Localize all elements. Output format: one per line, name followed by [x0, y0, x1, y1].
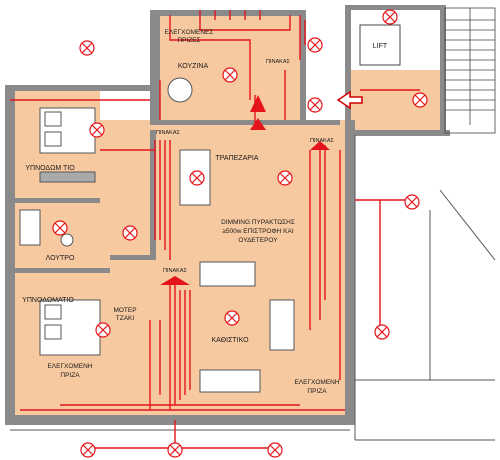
light-fixture-icon [89, 122, 105, 138]
panel-triangle-icon [250, 118, 266, 130]
entrance-arrow-icon [336, 90, 363, 110]
light-fixture-icon [189, 170, 205, 186]
light-fixture-icon [307, 37, 323, 53]
dimming-label-2: ≥500w ΕΠΙΣΤΡΟΦΗ ΚΑΙ [222, 228, 293, 235]
light-fixture-icon [95, 322, 111, 338]
panel-triangle-icon [160, 276, 190, 285]
motor-label-2: ΤΖΑΚΙ [116, 315, 135, 322]
controlled-outlet-right-2: ΠΡΙΖΑ [307, 388, 327, 395]
panel-label-kitchen: ΠΙΝΑΚΑΣ [266, 59, 290, 65]
room-bedroom2: ΥΠΝΟΔΩΜΑΤΙΟ [22, 297, 74, 304]
controlled-outlet-left-2: ΠΡΙΖΑ [60, 372, 80, 379]
staircase [444, 7, 496, 134]
light-fixture-icon [52, 220, 68, 236]
panel-label-small: ΠΙΝΑΚΑΣ [156, 130, 180, 136]
room-dining: ΤΡΑΠΕΖΑΡΙΑ [215, 155, 258, 162]
dimming-label-3: ΟΥΔΕΤΕΡΟΥ [238, 237, 278, 244]
dimming-label-1: DIMMING ΠΥΡΑΚΤΩΣΗΣ [221, 219, 295, 226]
room-kitchen: ΚΟΥΖΙΝΑ [178, 63, 209, 70]
room-lift: LIFT [373, 43, 388, 50]
light-fixture-icon [122, 225, 138, 241]
outside-lines [10, 135, 496, 441]
annotations: ΕΛΕΓΧΟΜΕΝΕΣ ΠΡΙΖΕΣ ΠΙΝΑΚΑΣ ΠΙΝΑΚΑΣ ΠΙΝΑΚ… [47, 29, 339, 395]
room-bathroom: ΛΟΥΤΡΟ [46, 255, 75, 262]
panels [160, 95, 330, 285]
room-living: ΚΑΘΙΣΤΙΚΟ [211, 337, 249, 344]
panel-triangle-icon [310, 141, 330, 150]
controlled-outlet-left-1: ΕΛΕΓΧΟΜΕΝΗ [47, 363, 92, 370]
controlled-outlets-label-2: ΠΡΙΖΕΣ [177, 37, 200, 44]
light-fixture-icon [222, 67, 238, 83]
light-fixture-icon [167, 442, 183, 458]
light-fixture-icon [224, 310, 240, 326]
light-fixture-icon [277, 170, 293, 186]
panel-label-right: ΠΙΝΑΚΑΣ [310, 138, 334, 144]
room-bedroom1: ΥΠΝΟΔΩΜ ΤΙΟ [25, 165, 75, 172]
light-fixture-icon [374, 324, 390, 340]
motor-label-1: ΜΟΤΕΡ [113, 307, 136, 314]
controlled-outlets-label-1: ΕΛΕΓΧΟΜΕΝΕΣ [165, 29, 214, 36]
light-fixtures [52, 9, 428, 458]
light-fixture-icon [80, 442, 96, 458]
light-fixture-icon [404, 194, 420, 210]
lift-box [359, 24, 401, 66]
panel-label-living: ΠΙΝΑΚΑΣ [163, 268, 187, 274]
light-fixture-icon [412, 92, 428, 108]
furniture [19, 77, 295, 393]
wiring [10, 10, 420, 449]
panel-triangle-icon [250, 95, 266, 112]
light-fixture-icon [382, 9, 398, 25]
light-fixture-icon [307, 97, 323, 113]
room-labels: ΚΟΥΖΙΝΑ ΥΠΝΟΔΩΜ ΤΙΟ ΤΡΑΠΕΖΑΡΙΑ ΛΟΥΤΡΟ ΥΠ… [22, 43, 388, 344]
walls [5, 5, 450, 425]
light-fixture-icon [79, 40, 95, 56]
controlled-outlet-right-1: ΕΛΕΓΧΟΜΕΝΗ [294, 379, 339, 386]
light-fixture-icon [267, 442, 283, 458]
